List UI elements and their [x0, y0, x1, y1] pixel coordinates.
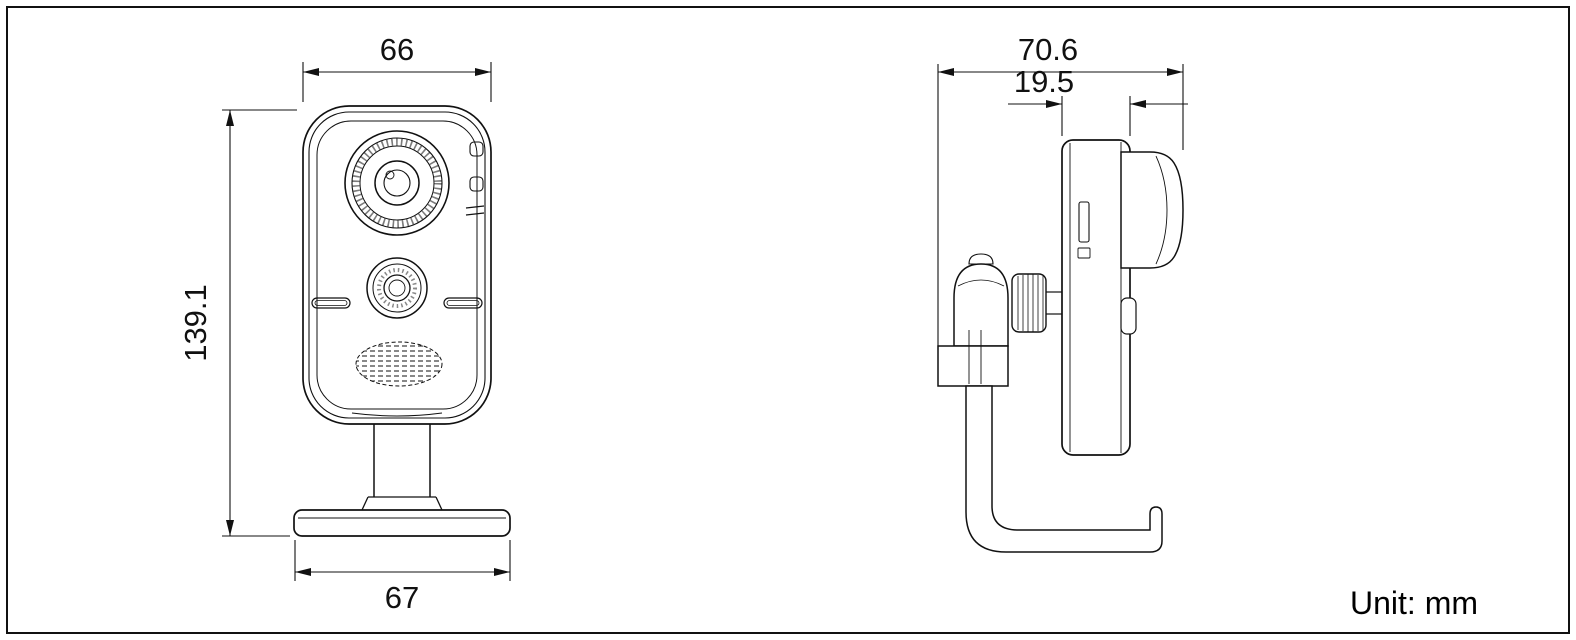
unit-label: Unit: mm: [1350, 585, 1478, 621]
pir-sensor: [366, 257, 428, 319]
body-outline-outer: [302, 105, 492, 425]
pir-window: [383, 274, 411, 302]
camera-body-side: [1061, 139, 1131, 456]
lens-glass: [383, 169, 411, 197]
lens-ring-outer: [344, 130, 450, 236]
side-body-outline: [1061, 139, 1131, 456]
sd-card-slot: [1077, 201, 1091, 259]
pir-ring-outer: [366, 257, 428, 319]
indicator-led-icon-3: [465, 205, 485, 216]
dim-value-front-depth: 19.5: [1014, 64, 1074, 99]
pir-center: [388, 279, 406, 297]
mic-slot-right: [443, 297, 483, 309]
mounting-stand: [361, 424, 443, 511]
indicator-led-icon-1: [469, 141, 484, 157]
lens-barrel-side: [1120, 151, 1184, 269]
mic-slot-left: [311, 297, 351, 309]
bracket-knurled-knob: [1011, 273, 1047, 333]
camera-body-front: [302, 105, 492, 425]
body-outline-inner: [308, 111, 486, 419]
status-indicator-icons: [465, 141, 485, 216]
chin-seam-line: [351, 412, 443, 417]
dim-value-depth-total: 70.6: [1018, 32, 1078, 67]
dim-value-width-top: 66: [380, 32, 414, 67]
dimension-depth-total: 70.6: [937, 32, 1184, 350]
dim-value-base-width: 67: [385, 580, 419, 615]
bracket-arm-and-foot: [965, 385, 1163, 553]
front-mic-bump: [1120, 297, 1137, 335]
dimension-base-width: 67: [294, 540, 511, 615]
sd-card-icon: [1077, 247, 1091, 259]
drawing-border: [6, 6, 1570, 634]
lens-assembly: [344, 130, 450, 236]
dimension-front-depth: 19.5: [1008, 64, 1188, 136]
joint-cylinder: [953, 263, 1009, 347]
lens-barrel-front: [374, 160, 420, 206]
speaker-grille: [355, 341, 443, 387]
mounting-bracket: [937, 253, 1163, 553]
joint-cap: [968, 253, 994, 265]
bracket-clamp: [937, 345, 1009, 387]
lens-barrel-profile: [1120, 151, 1184, 269]
face-plate-outline: [316, 120, 478, 410]
dimension-width-top: 66: [302, 32, 492, 102]
dimension-height: 139.1: [178, 109, 297, 537]
indicator-led-icon-2: [469, 176, 484, 192]
lens-ring-mid: [351, 137, 443, 229]
dim-value-height: 139.1: [178, 284, 213, 362]
lens-highlight: [385, 170, 395, 180]
front-view: [293, 105, 511, 537]
knob-knurling: [1017, 274, 1044, 332]
base-plate-outline: [293, 509, 511, 537]
lens-ring-inner: [359, 145, 435, 221]
ir-led-serration-ring: [352, 138, 442, 228]
side-view: [937, 139, 1184, 553]
pir-ring-mid: [372, 263, 422, 313]
base-plate: [293, 509, 511, 537]
lens-face-curve: [1155, 155, 1168, 265]
pir-texture-ring: [377, 268, 417, 308]
